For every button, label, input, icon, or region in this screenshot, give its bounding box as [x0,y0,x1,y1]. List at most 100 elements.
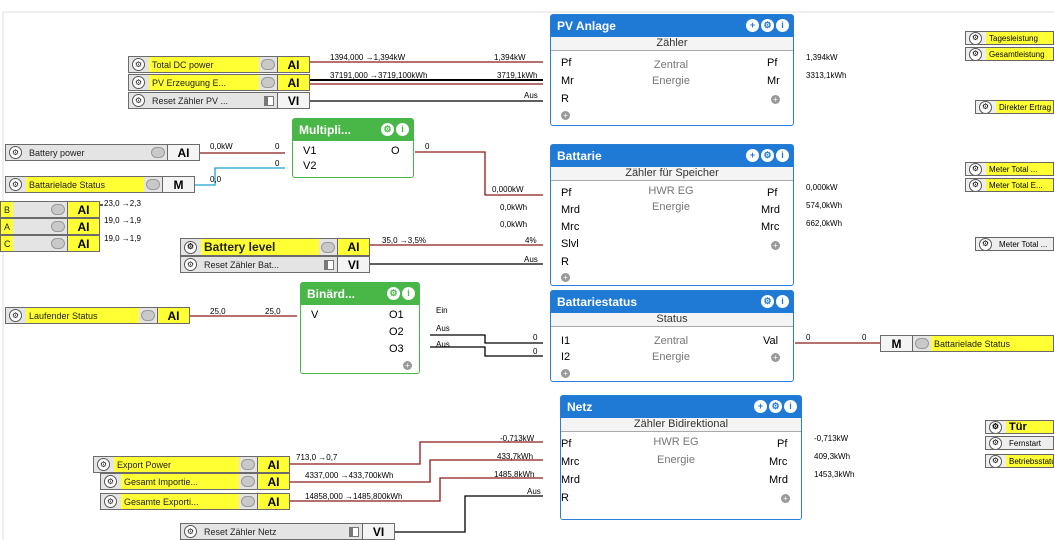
gear-icon[interactable]: ⚙ [97,458,110,471]
block-category: Energie [652,201,690,213]
pin-out: O1 [389,309,404,321]
input-reset-zaehler-pv[interactable]: ⚙Reset Zähler PV ...VI [128,92,310,109]
toggle-icon [321,241,335,253]
gear-icon[interactable]: ⚙ [104,475,117,488]
gear-icon[interactable]: ⚙ [761,19,774,32]
gear-icon[interactable]: ⚙ [989,455,1002,467]
wire-label: 0,0kWh [500,220,528,229]
block-pv-anlage[interactable]: PV Anlage +⚙i Zähler Zentral Energie Pf … [550,14,794,126]
block-battariestatus[interactable]: Battariestatus ⚙i Status Zentral Energie… [550,290,794,382]
block-binaer-decoder[interactable]: Binärd... ⚙i V O1 O2 O3 + [300,282,420,374]
wire-label: Aus [524,255,538,264]
wire-label: 3719,1kWh [497,71,538,80]
right-input-meter-total-1[interactable]: ⚙Meter Total ... [965,162,1054,176]
gear-icon[interactable]: ⚙ [184,240,197,254]
gear-icon[interactable]: ⚙ [979,238,992,250]
gear-icon[interactable]: ⚙ [969,48,982,60]
wire-label: 25,0 [265,307,281,316]
gear-icon[interactable]: ⚙ [761,295,774,308]
right-input-fernstart[interactable]: ⚙Fernstart [985,436,1054,450]
add-icon[interactable]: + [771,353,780,362]
right-input-tuer[interactable]: ⚙Tür [985,420,1054,434]
wire-label: 1,394kW [494,53,526,62]
info-icon[interactable]: i [776,149,789,162]
add-icon[interactable]: + [771,241,780,250]
gear-icon[interactable]: ⚙ [184,525,197,538]
block-multiplier[interactable]: Multipli... ⚙i V1 V2 O [292,118,414,178]
add-icon[interactable]: + [754,400,767,413]
pin-in: I1 [561,335,571,347]
pin-in: Mrd [561,204,580,216]
input-gesamte-exportiert[interactable]: ⚙Gesamte Exporti...AI [100,493,290,510]
wire-label: 23,0 →2,3 [104,199,141,208]
input-reset-zaehler-bat[interactable]: ⚙Reset Zähler Bat...VI [180,256,370,273]
pin-out: O3 [389,343,404,355]
right-input-tagesleistung[interactable]: ⚙Tagesleistung [965,31,1054,45]
gear-icon[interactable]: ⚙ [184,258,197,271]
gear-icon[interactable]: ⚙ [989,421,1002,433]
gear-icon[interactable]: ⚙ [9,178,22,191]
gear-icon[interactable]: ⚙ [989,437,1002,449]
add-icon[interactable]: + [771,95,780,104]
gear-icon[interactable]: ⚙ [969,179,982,191]
gear-icon[interactable]: ⚙ [132,58,145,71]
add-icon[interactable]: + [746,19,759,32]
right-input-meter-total-3[interactable]: ⚙Meter Total ... [975,237,1054,251]
gear-icon[interactable]: ⚙ [969,32,982,44]
pin-out: Mrc [769,456,788,468]
gear-icon[interactable]: ⚙ [979,101,992,113]
wire-label: Aus [527,487,541,496]
gear-icon[interactable]: ⚙ [761,149,774,162]
block-battarie[interactable]: Battarie +⚙i Zähler für Speicher HWR EG … [550,144,794,286]
add-icon[interactable]: + [561,273,570,282]
add-icon[interactable]: + [781,494,790,503]
gear-icon[interactable]: ⚙ [104,495,117,508]
block-title: Battariestatus [557,295,638,309]
wire-label: -0,713kW [500,434,535,443]
pin-in: Mrd [561,474,580,486]
info-icon[interactable]: i [784,400,797,413]
block-netz[interactable]: Netz +⚙i Zähler Bidirektional HWR EG Ene… [560,395,802,520]
gear-icon[interactable]: ⚙ [9,309,22,322]
gear-icon[interactable]: ⚙ [381,123,394,136]
right-input-betriebsstatus[interactable]: ⚙Betriebsstatus [985,454,1054,468]
info-icon[interactable]: i [776,295,789,308]
gear-icon[interactable]: ⚙ [9,146,22,159]
wire-label: 0 [425,142,430,151]
add-icon[interactable]: + [561,369,570,378]
pin-out: Mr [767,75,780,87]
wire-label: -0,713kW [814,434,849,443]
right-input-direkter-ertrag[interactable]: ⚙Direkter Ertrag [975,100,1054,114]
info-icon[interactable]: i [776,19,789,32]
toggle-icon [51,221,65,232]
gear-icon[interactable]: ⚙ [132,76,145,89]
add-icon[interactable]: + [561,111,570,120]
input-pv-erzeugung[interactable]: ⚙PV Erzeugung E...AI [128,74,310,91]
gear-icon[interactable]: ⚙ [132,94,145,107]
input-gesamt-importiert[interactable]: ⚙Gesamt Importie...AI [100,473,290,490]
add-icon[interactable]: + [746,149,759,162]
info-icon[interactable]: i [396,123,409,136]
gear-icon[interactable]: ⚙ [969,163,982,175]
block-location: HWR EG [653,436,699,448]
info-icon[interactable]: i [402,287,415,300]
add-icon[interactable]: + [403,361,412,370]
gear-icon[interactable]: ⚙ [769,400,782,413]
right-input-meter-total-2[interactable]: ⚙Meter Total E... [965,178,1054,192]
pin-out: Pf [767,57,778,69]
gear-icon[interactable]: ⚙ [387,287,400,300]
right-input-gesamtleistung[interactable]: ⚙Gesamtleistung [965,47,1054,61]
pin-out: Pf [767,187,778,199]
